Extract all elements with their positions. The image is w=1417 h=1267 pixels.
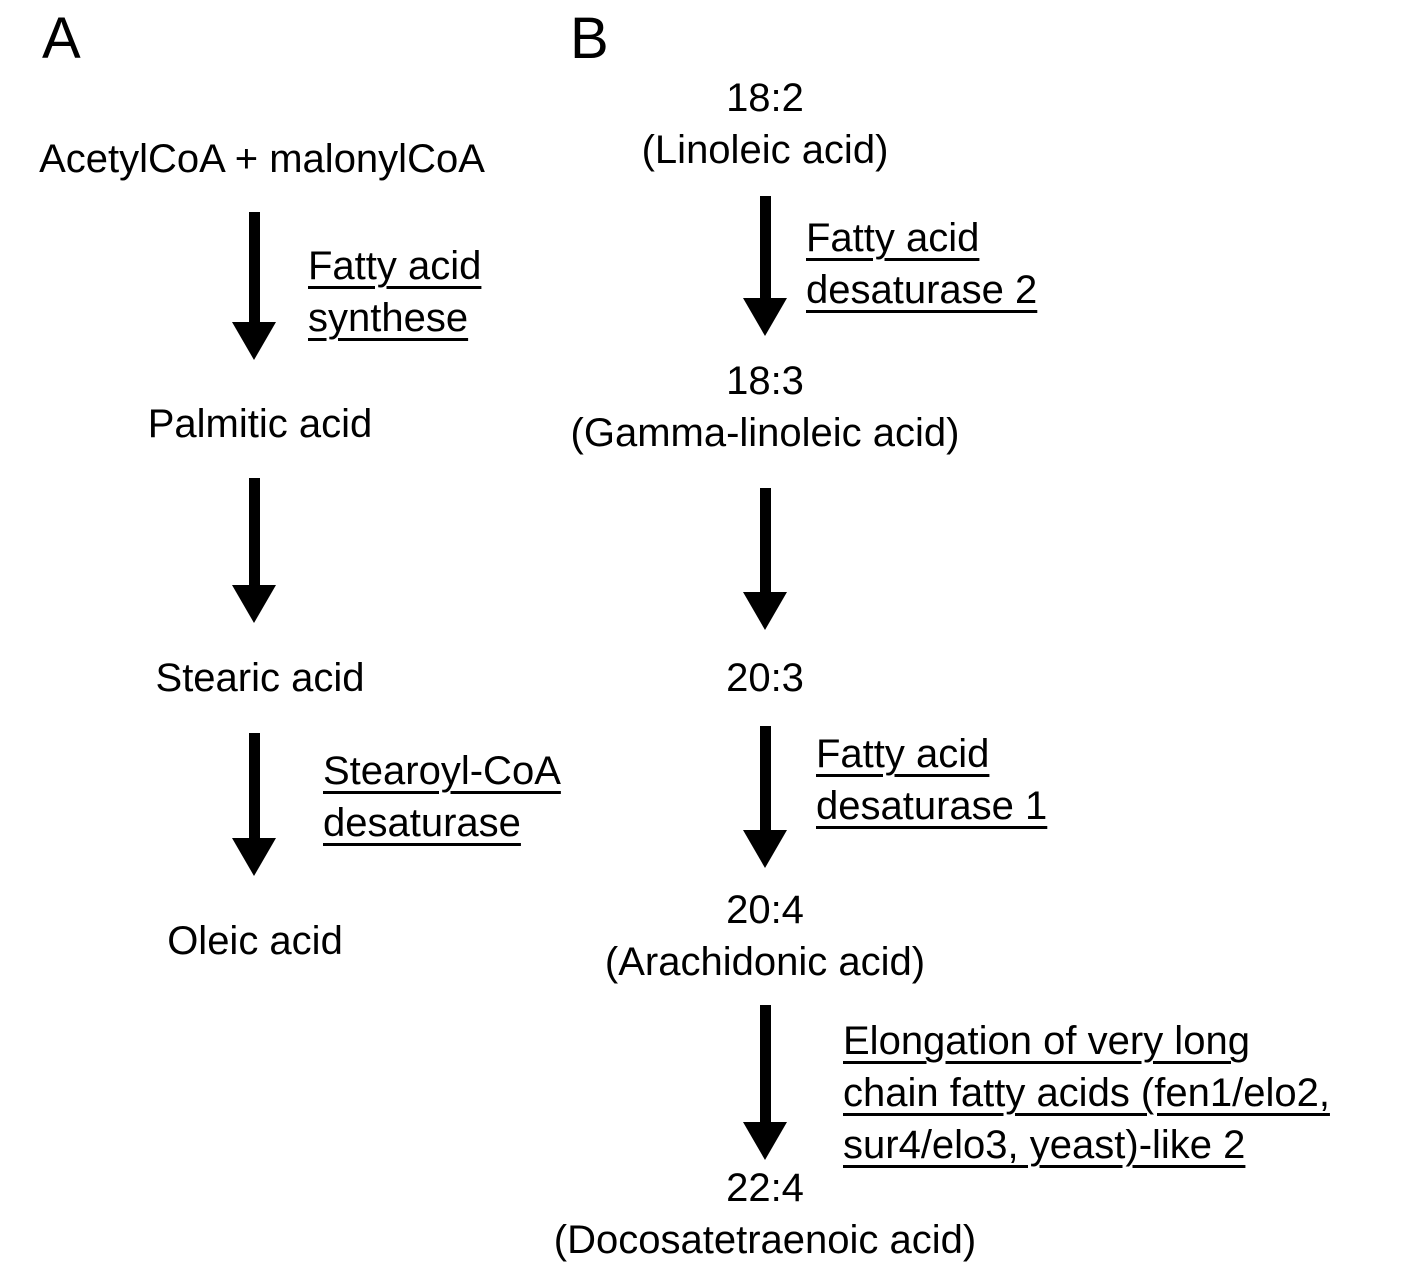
node-oleic-acid: Oleic acid <box>167 919 343 963</box>
arrow-shaft <box>248 478 260 585</box>
node-acetylcoa-malonylcoa: AcetylCoA + malonylCoA <box>39 137 485 181</box>
node-22-4-code: 22:4 <box>726 1166 804 1210</box>
reaction-arrow-b2 <box>743 488 787 630</box>
arrow-shaft <box>248 212 260 322</box>
arrow-head <box>743 1122 787 1160</box>
arrow-shaft <box>759 488 771 592</box>
reaction-arrow-a2 <box>232 478 276 623</box>
node-22-4-name: (Docosatetraenoic acid) <box>553 1218 977 1262</box>
node-palmitic-acid: Palmitic acid <box>147 402 373 446</box>
panel-b-label: B <box>570 6 609 71</box>
reaction-arrow-b4 <box>743 1005 787 1160</box>
node-20-3: 20:3 <box>726 656 804 700</box>
node-18-3: 18:3 (Gamma-linoleic acid) <box>571 355 960 459</box>
enzyme-fatty-acid-desaturase-1: Fatty acid desaturase 1 <box>816 732 1048 828</box>
arrow-head <box>743 830 787 868</box>
reaction-arrow-a1 <box>232 212 276 360</box>
panel-a-label: A <box>42 6 81 71</box>
node-20-4-code: 20:4 <box>726 888 804 932</box>
enzyme-stearoyl-coa-desaturase: Stearoyl-CoA desaturase <box>323 749 561 845</box>
arrow-head <box>743 592 787 630</box>
node-20-4: 20:4 (Arachidonic acid) <box>605 884 925 988</box>
enzyme-fatty-acid-synthese: Fatty acid synthese <box>308 244 482 340</box>
enzyme-fatty-acid-desaturase-2: Fatty acid desaturase 2 <box>806 216 1038 312</box>
reaction-arrow-a3 <box>232 733 276 876</box>
arrow-shaft <box>759 196 771 298</box>
node-20-4-name: (Arachidonic acid) <box>604 940 926 984</box>
node-stearic-acid: Stearic acid <box>155 656 365 700</box>
arrow-head <box>232 322 276 360</box>
arrow-head <box>743 298 787 336</box>
arrow-head <box>232 585 276 623</box>
arrow-head <box>232 838 276 876</box>
node-18-2-name: (Linoleic acid) <box>641 128 889 172</box>
reaction-arrow-b3 <box>743 726 787 868</box>
arrow-shaft <box>759 726 771 830</box>
node-22-4: 22:4 (Docosatetraenoic acid) <box>554 1162 976 1266</box>
node-18-3-name: (Gamma-linoleic acid) <box>570 411 960 455</box>
arrow-shaft <box>759 1005 771 1122</box>
enzyme-elongation-very-long-chain: Elongation of very long chain fatty acid… <box>843 1019 1330 1167</box>
reaction-arrow-b1 <box>743 196 787 336</box>
arrow-shaft <box>248 733 260 838</box>
node-18-2: 18:2 (Linoleic acid) <box>642 72 889 176</box>
node-18-3-code: 18:3 <box>726 359 804 403</box>
node-18-2-code: 18:2 <box>726 76 804 120</box>
